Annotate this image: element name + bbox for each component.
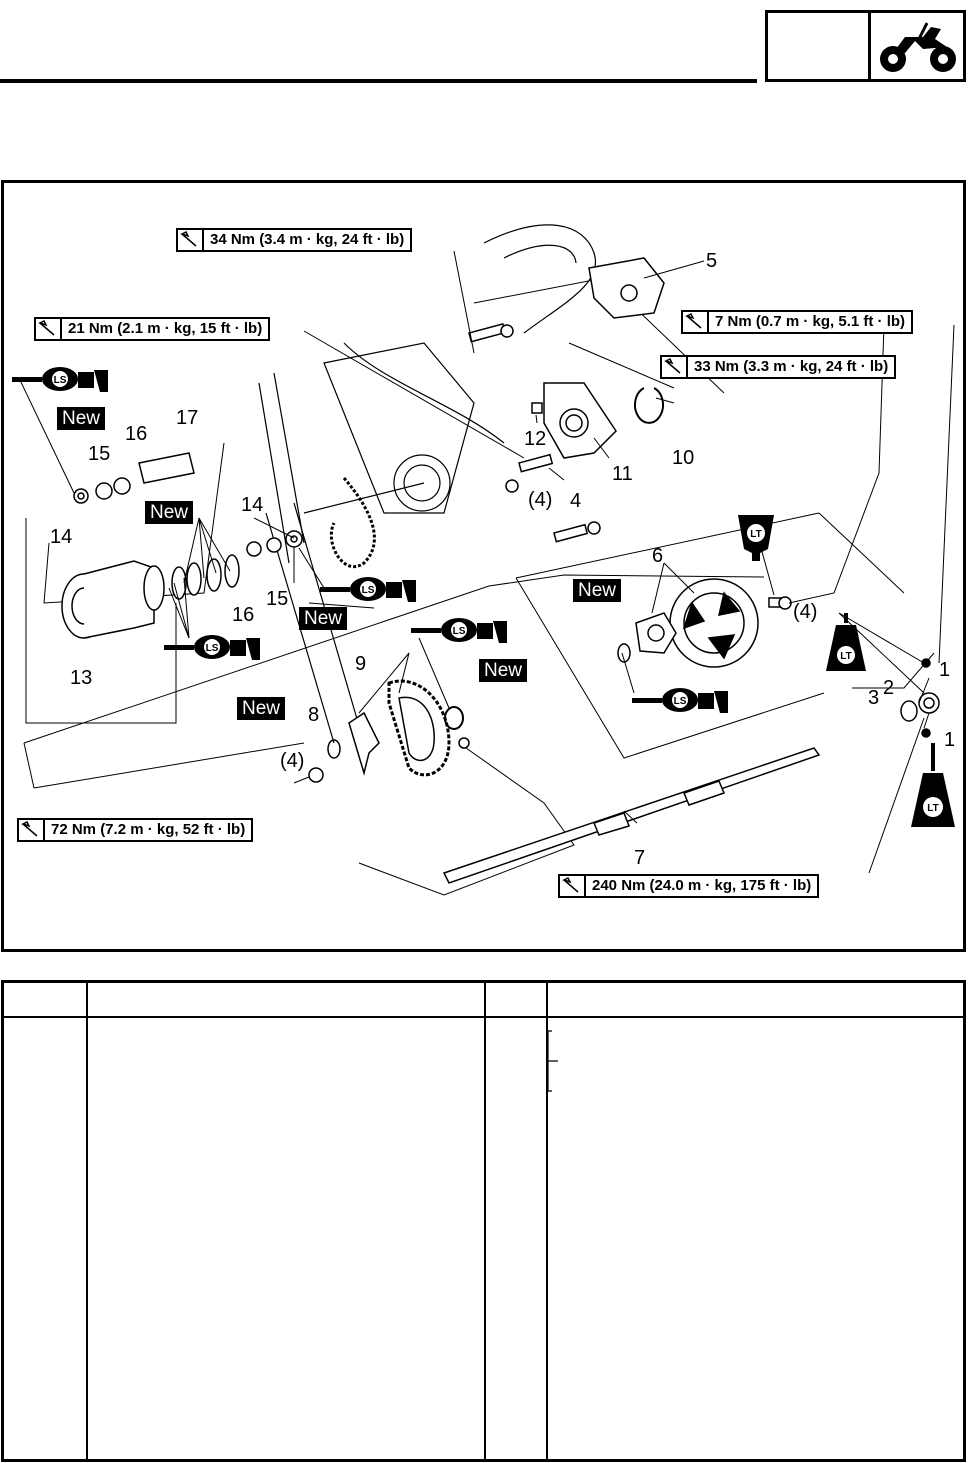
- svg-text:LT: LT: [840, 651, 851, 662]
- exploded-diagram: 34 Nm (3.4 m · kg, 24 ft · lb) 21 Nm (2.…: [1, 180, 966, 952]
- svg-text:LT: LT: [750, 529, 761, 540]
- ls-grease-icon: LS: [632, 688, 728, 713]
- part-number-4: 4: [570, 490, 582, 512]
- svg-text:LS: LS: [453, 626, 466, 637]
- table-column-divider: [546, 983, 548, 1459]
- quantity-label: (4): [280, 750, 305, 772]
- group-bracket: [547, 1030, 558, 1092]
- ls-grease-icon: LS: [164, 635, 260, 660]
- part-number-1: 1: [939, 659, 951, 681]
- torque-wrench-icon: [36, 319, 62, 339]
- table-column-divider: [86, 983, 88, 1459]
- part-number-5: 5: [706, 250, 718, 272]
- new-badge: New: [299, 607, 348, 630]
- part-number-15: 15: [88, 443, 111, 465]
- header-blank-box: [765, 10, 871, 82]
- svg-text:LT: LT: [927, 803, 938, 814]
- parts-table: [1, 980, 966, 1462]
- new-badge: New: [573, 579, 622, 602]
- part-number-14: 14: [50, 526, 73, 548]
- torque-spec-nut-1: 7 Nm (0.7 m · kg, 5.1 ft · lb): [681, 310, 914, 334]
- new-badge: New: [479, 659, 528, 682]
- header-atv-box: [868, 10, 966, 82]
- part-number-11: 11: [612, 463, 633, 485]
- torque-wrench-icon: [560, 876, 586, 896]
- part-number-17: 17: [176, 407, 199, 429]
- svg-text:LS: LS: [206, 643, 219, 654]
- atv-icon: [880, 22, 956, 72]
- lt-locktite-icon: LT: [738, 515, 774, 561]
- lt-locktite-icon: LT: [826, 613, 866, 671]
- lt-locktite-icon: LT: [911, 743, 955, 827]
- table-column-divider: [484, 983, 486, 1459]
- part-number-1: 1: [944, 729, 956, 751]
- part-number-16: 16: [125, 423, 148, 445]
- quantity-label: (4): [793, 601, 818, 623]
- ls-grease-icon: LS: [320, 577, 416, 602]
- part-number-9: 9: [355, 653, 367, 675]
- torque-wrench-icon: [683, 312, 709, 332]
- torque-wrench-icon: [178, 230, 204, 250]
- torque-spec-axle-nut: 240 Nm (24.0 m · kg, 175 ft · lb): [558, 874, 820, 898]
- part-number-8: 8: [308, 704, 320, 726]
- new-badge: New: [237, 697, 286, 720]
- quantity-label: (4): [528, 489, 553, 511]
- part-number-12: 12: [524, 428, 547, 450]
- torque-spec-disc-bolt: 33 Nm (3.3 m · kg, 24 ft · lb): [660, 355, 897, 379]
- torque-spec-caliper-bolt: 34 Nm (3.4 m · kg, 24 ft · lb): [176, 228, 413, 252]
- part-number-13: 13: [70, 667, 93, 689]
- part-number-2: 2: [883, 677, 895, 699]
- table-header-rule: [4, 1016, 963, 1018]
- part-number-14: 14: [241, 494, 264, 516]
- new-badge: New: [145, 501, 194, 524]
- diagram-drawing: [18, 224, 955, 896]
- torque-spec-sprocket-nut: 72 Nm (7.2 m · kg, 52 ft · lb): [17, 818, 254, 842]
- header-rule: [0, 79, 757, 83]
- ls-grease-icon: LS: [411, 618, 507, 643]
- part-number-6: 6: [652, 545, 664, 567]
- part-number-16: 16: [232, 604, 255, 626]
- part-number-10: 10: [672, 447, 695, 469]
- svg-text:LS: LS: [54, 375, 67, 386]
- torque-wrench-icon: [19, 820, 45, 840]
- torque-spec-bracket-bolt: 21 Nm (2.1 m · kg, 15 ft · lb): [34, 317, 271, 341]
- ls-grease-icon: LS: [12, 367, 108, 392]
- part-number-3: 3: [868, 687, 880, 709]
- torque-wrench-icon: [662, 357, 688, 377]
- new-badge: New: [57, 407, 106, 430]
- part-number-15: 15: [266, 588, 289, 610]
- part-number-7: 7: [634, 847, 646, 869]
- svg-text:LS: LS: [362, 585, 375, 596]
- svg-text:LS: LS: [674, 696, 687, 707]
